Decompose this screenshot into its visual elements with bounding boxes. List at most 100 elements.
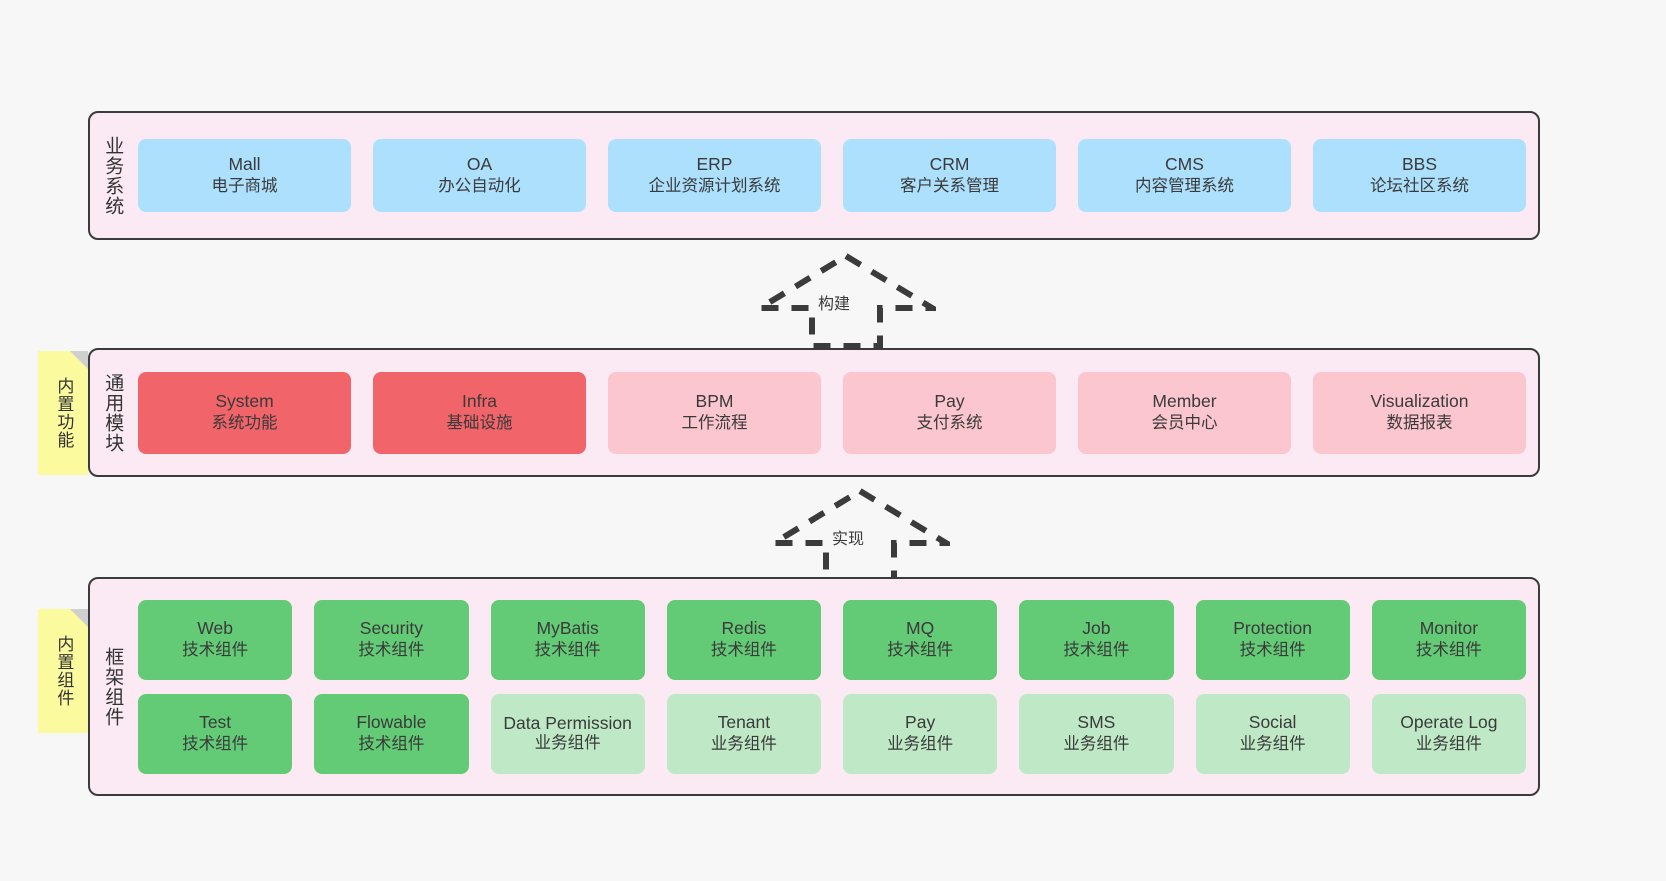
card-oa[interactable]: OA 办公自动化: [373, 139, 586, 212]
sticky-note-builtin-features-label: 内置功能: [54, 377, 74, 449]
card-visualization[interactable]: Visualization 数据报表: [1313, 371, 1526, 454]
layer-common-modules: 通用模块 System 系统功能 Infra 基础设施 BPM 工作流程 Pay: [88, 348, 1540, 477]
card-monitor[interactable]: Monitor 技术组件: [1371, 599, 1526, 680]
card-mall[interactable]: Mall 电子商城: [138, 139, 351, 212]
card-operate-log-title: Operate Log: [1400, 712, 1498, 733]
card-social[interactable]: Social 业务组件: [1195, 693, 1350, 774]
card-monitor-subtitle: 技术组件: [1415, 641, 1482, 660]
card-test-title: Test: [199, 712, 232, 733]
card-data-permission[interactable]: Data Permission 业务组件: [490, 693, 645, 774]
card-data-permission-subtitle: 业务组件: [534, 734, 601, 753]
card-mq-subtitle: 技术组件: [887, 641, 954, 660]
card-member[interactable]: Member 会员中心: [1078, 371, 1291, 454]
layer-body-framework-components: Web 技术组件 Security 技术组件 MyBatis 技术组件 Redi…: [134, 579, 1538, 794]
card-operate-log-subtitle: 业务组件: [1415, 735, 1482, 754]
card-bbs-subtitle: 论坛社区系统: [1370, 177, 1469, 196]
card-bpm-subtitle: 工作流程: [681, 414, 748, 433]
card-flowable[interactable]: Flowable 技术组件: [314, 693, 469, 774]
card-job-subtitle: 技术组件: [1063, 641, 1130, 660]
card-system-title: System: [215, 391, 274, 412]
card-pay-component[interactable]: Pay 业务组件: [843, 693, 998, 774]
business-systems-row: Mall 电子商城 OA 办公自动化 ERP 企业资源计划系统 CRM 客户关系…: [138, 139, 1526, 212]
card-bbs-title: BBS: [1401, 154, 1438, 175]
connector-build-glyph: [749, 252, 943, 349]
card-visualization-title: Visualization: [1370, 391, 1469, 412]
card-mybatis[interactable]: MyBatis 技术组件: [490, 599, 645, 680]
card-tenant-subtitle: 业务组件: [710, 735, 777, 754]
sticky-note-builtin-components: 内置组件: [38, 609, 88, 733]
card-protection[interactable]: Protection 技术组件: [1195, 599, 1350, 680]
card-bbs[interactable]: BBS 论坛社区系统: [1313, 139, 1526, 212]
card-redis-subtitle: 技术组件: [710, 641, 777, 660]
card-operate-log[interactable]: Operate Log 业务组件: [1371, 693, 1526, 774]
card-infra[interactable]: Infra 基础设施: [373, 371, 586, 454]
card-bpm-title: BPM: [695, 391, 734, 412]
card-sms-title: SMS: [1077, 712, 1116, 733]
card-crm-title: CRM: [929, 154, 970, 175]
sticky-fold-corner-icon: [70, 609, 88, 627]
card-test[interactable]: Test 技术组件: [138, 693, 293, 774]
sticky-fold-corner-icon: [70, 351, 88, 369]
layer-title-framework-components: 框架组件: [102, 646, 124, 727]
card-erp[interactable]: ERP 企业资源计划系统: [608, 139, 821, 212]
card-cms-subtitle: 内容管理系统: [1135, 177, 1234, 196]
card-crm-subtitle: 客户关系管理: [900, 177, 999, 196]
card-job-title: Job: [1082, 618, 1111, 639]
card-system-subtitle: 系统功能: [211, 414, 278, 433]
layer-body-business-systems: Mall 电子商城 OA 办公自动化 ERP 企业资源计划系统 CRM 客户关系…: [134, 113, 1538, 238]
card-sms-subtitle: 业务组件: [1063, 735, 1130, 754]
card-monitor-title: Monitor: [1419, 618, 1479, 639]
card-pay-component-subtitle: 业务组件: [887, 735, 954, 754]
card-bpm[interactable]: BPM 工作流程: [608, 371, 821, 454]
card-pay-module[interactable]: Pay 支付系统: [843, 371, 1056, 454]
connector-build-label: 构建: [818, 296, 851, 313]
card-mall-title: Mall: [228, 154, 261, 175]
card-flowable-title: Flowable: [356, 712, 427, 733]
card-pay-module-title: Pay: [934, 391, 965, 412]
card-redis[interactable]: Redis 技术组件: [666, 599, 821, 680]
card-oa-subtitle: 办公自动化: [438, 177, 521, 196]
card-infra-title: Infra: [461, 391, 498, 412]
card-security[interactable]: Security 技术组件: [314, 599, 469, 680]
card-mybatis-title: MyBatis: [536, 618, 599, 639]
card-tenant[interactable]: Tenant 业务组件: [666, 693, 821, 774]
card-web-title: Web: [197, 618, 233, 639]
card-job[interactable]: Job 技术组件: [1019, 599, 1174, 680]
card-pay-component-title: Pay: [905, 712, 936, 733]
card-mybatis-subtitle: 技术组件: [534, 641, 601, 660]
card-cms[interactable]: CMS 内容管理系统: [1078, 139, 1291, 212]
card-member-subtitle: 会员中心: [1151, 414, 1218, 433]
card-pay-module-subtitle: 支付系统: [916, 414, 983, 433]
card-security-subtitle: 技术组件: [358, 641, 425, 660]
layer-title-common-modules: 通用模块: [102, 372, 124, 453]
card-social-subtitle: 业务组件: [1239, 735, 1306, 754]
connector-implement: 实现: [763, 487, 957, 584]
card-mall-subtitle: 电子商城: [211, 177, 278, 196]
layer-business-systems: 业务系统 Mall 电子商城 OA 办公自动化 ERP 企业资源计划系统 CRM: [88, 111, 1540, 240]
card-protection-title: Protection: [1233, 618, 1313, 639]
card-sms[interactable]: SMS 业务组件: [1019, 693, 1174, 774]
card-data-permission-title: Data Permission: [503, 713, 632, 734]
card-web-subtitle: 技术组件: [182, 641, 249, 660]
card-erp-subtitle: 企业资源计划系统: [648, 177, 781, 196]
layer-framework-components: 框架组件 Web 技术组件 Security 技术组件 MyBatis 技术组件…: [88, 577, 1540, 796]
layer-body-common-modules: System 系统功能 Infra 基础设施 BPM 工作流程 Pay 支付系统…: [134, 350, 1538, 475]
connector-implement-label: 实现: [832, 531, 865, 548]
card-protection-subtitle: 技术组件: [1239, 641, 1306, 660]
card-oa-title: OA: [466, 154, 493, 175]
card-erp-title: ERP: [696, 154, 733, 175]
card-infra-subtitle: 基础设施: [446, 414, 513, 433]
card-redis-title: Redis: [721, 618, 767, 639]
card-security-title: Security: [359, 618, 423, 639]
card-cms-title: CMS: [1165, 154, 1204, 175]
card-test-subtitle: 技术组件: [182, 735, 249, 754]
connector-build: 构建: [749, 252, 943, 349]
framework-components-row-1: Web 技术组件 Security 技术组件 MyBatis 技术组件 Redi…: [138, 599, 1526, 680]
card-crm[interactable]: CRM 客户关系管理: [843, 139, 1056, 212]
card-system[interactable]: System 系统功能: [138, 371, 351, 454]
card-mq[interactable]: MQ 技术组件: [843, 599, 998, 680]
sticky-note-builtin-features: 内置功能: [38, 351, 88, 475]
framework-components-row-2: Test 技术组件 Flowable 技术组件 Data Permission …: [138, 693, 1526, 774]
card-web[interactable]: Web 技术组件: [138, 599, 293, 680]
